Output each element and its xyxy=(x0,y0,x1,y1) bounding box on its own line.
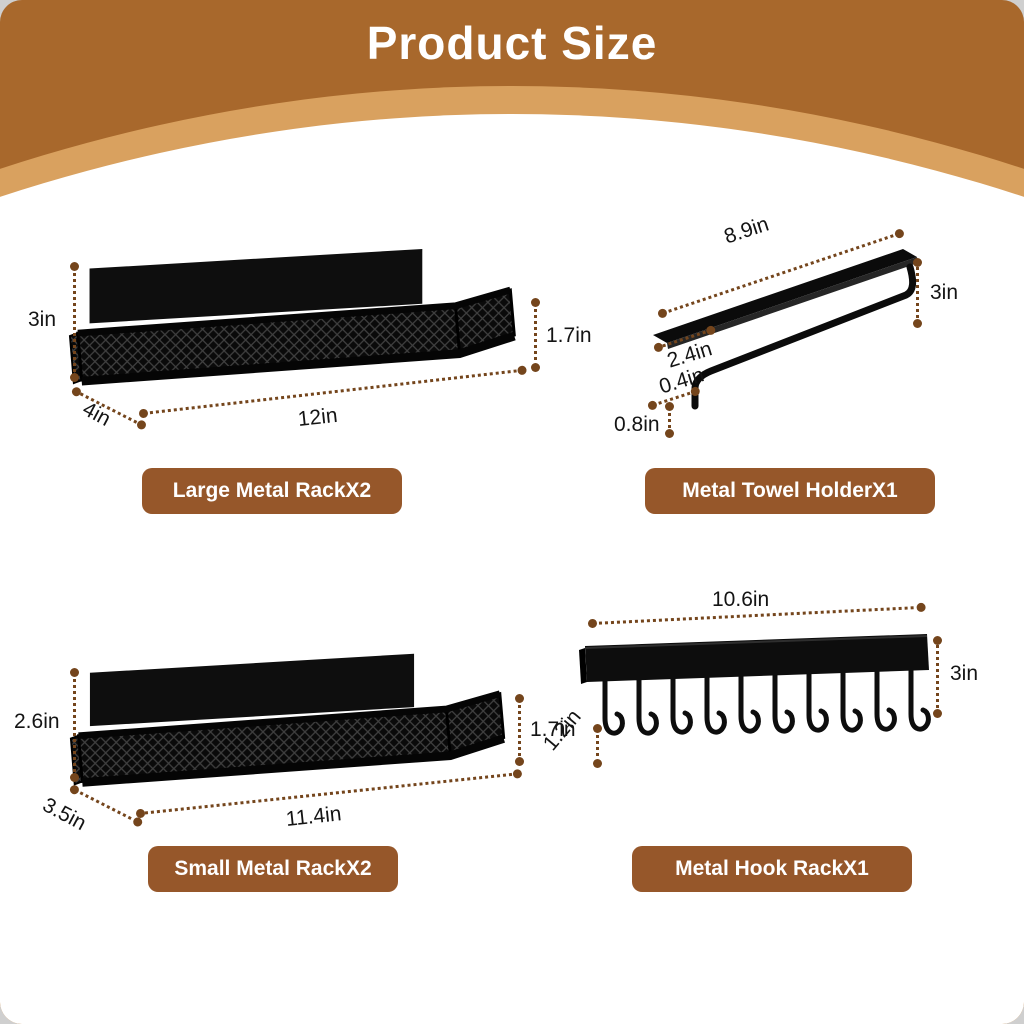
dim-towel-height: 3in xyxy=(930,281,959,304)
dim-small-rack-lip: 1.7in xyxy=(530,718,576,741)
dim-small-rack-height: 2.6in xyxy=(14,710,60,733)
measure-line-hook-length xyxy=(593,724,602,768)
measure-line-small-rack-height xyxy=(70,668,79,782)
dim-large-rack-lip: 1.7in xyxy=(546,324,592,347)
metal-hook-rack-illustration xyxy=(579,634,931,736)
measure-line-large-rack-height xyxy=(70,262,79,382)
dim-small-rack-width: 11.4in xyxy=(284,802,343,831)
dim-large-rack-height: 3in xyxy=(28,308,57,331)
large-metal-rack-illustration xyxy=(68,248,516,386)
label-large-metal-rack: Large Metal RackX2 xyxy=(142,468,402,514)
dim-small-rack-depth: 3.5in xyxy=(38,793,90,836)
label-small-metal-rack: Small Metal RackX2 xyxy=(148,846,398,892)
dim-large-rack-width: 12in xyxy=(296,403,339,431)
label-metal-towel-holder: Metal Towel HolderX1 xyxy=(645,468,935,514)
dim-hook-rack-width: 10.6in xyxy=(712,588,770,611)
measure-line-towel-tip xyxy=(665,402,674,438)
measure-line-large-rack-lip xyxy=(531,298,540,372)
page-title: Product Size xyxy=(366,17,658,69)
label-metal-hook-rack: Metal Hook RackX1 xyxy=(632,846,912,892)
small-metal-rack-illustration xyxy=(69,653,506,787)
dim-hook-rack-height: 3in xyxy=(950,662,979,685)
measure-line-towel-height xyxy=(913,258,922,328)
measure-line-hook-rack-height xyxy=(933,636,942,718)
dim-large-rack-depth: 4in xyxy=(78,397,115,431)
dim-towel-tip: 0.8in xyxy=(614,413,660,436)
metal-towel-holder-illustration xyxy=(653,249,918,410)
measure-line-small-rack-lip xyxy=(515,694,524,766)
